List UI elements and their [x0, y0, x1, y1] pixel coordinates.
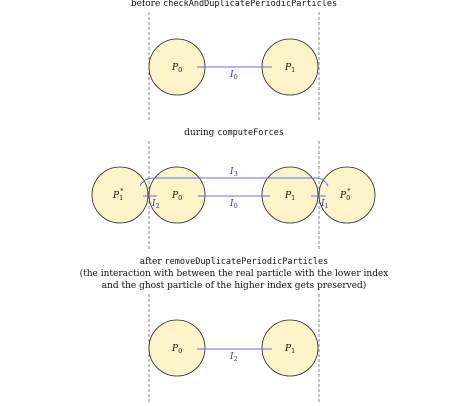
ghost-particle-p0 — [318, 166, 376, 224]
caption-before: before checkAndDuplicatePeriodicParticle… — [130, 0, 338, 9]
label-p0-before: P0 — [171, 63, 182, 74]
label-p1-after: P1 — [284, 344, 295, 355]
particle-p0-after — [148, 319, 206, 377]
particle-p1-during — [261, 166, 319, 224]
label-p1-before: P1 — [284, 63, 295, 74]
caption-during: during computeForces — [184, 128, 284, 138]
label-i1: I1 — [320, 199, 329, 210]
caption-after-note-2: and the ghost particle of the higher ind… — [101, 281, 367, 291]
caption-during-code: computeForces — [217, 128, 284, 138]
caption-before-code: checkAndDuplicatePeriodicParticles — [163, 0, 338, 9]
label-i0-during: I0 — [229, 199, 238, 210]
label-p0-during: P0 — [171, 191, 182, 202]
label-p0-after: P0 — [171, 344, 182, 355]
caption-after-code: removeDuplicatePeriodicParticles — [164, 257, 329, 267]
ghost-particle-p1 — [91, 166, 149, 224]
interaction-i3 — [139, 177, 329, 187]
caption-after-note-1: (the interaction with between the real p… — [79, 269, 389, 279]
label-i0-before: I0 — [229, 70, 238, 81]
label-i3: I3 — [229, 167, 238, 178]
particle-p1-after — [261, 319, 319, 377]
label-p1-during: P1 — [284, 191, 295, 202]
particle-p0-during — [148, 166, 206, 224]
label-ghost-p0: P0* — [339, 187, 351, 202]
label-ghost-p1: P1* — [112, 187, 124, 202]
caption-after: after removeDuplicatePeriodicParticles — [139, 257, 329, 267]
row-after: P0 P1 I2 — [148, 319, 319, 377]
label-i2-after: I2 — [229, 352, 238, 363]
label-i2-during: I2 — [151, 199, 160, 210]
row-during: P1* P0 P1 P0* I3 I0 I2 I1 — [91, 166, 376, 224]
row-before: P0 P1 I0 — [148, 38, 319, 96]
